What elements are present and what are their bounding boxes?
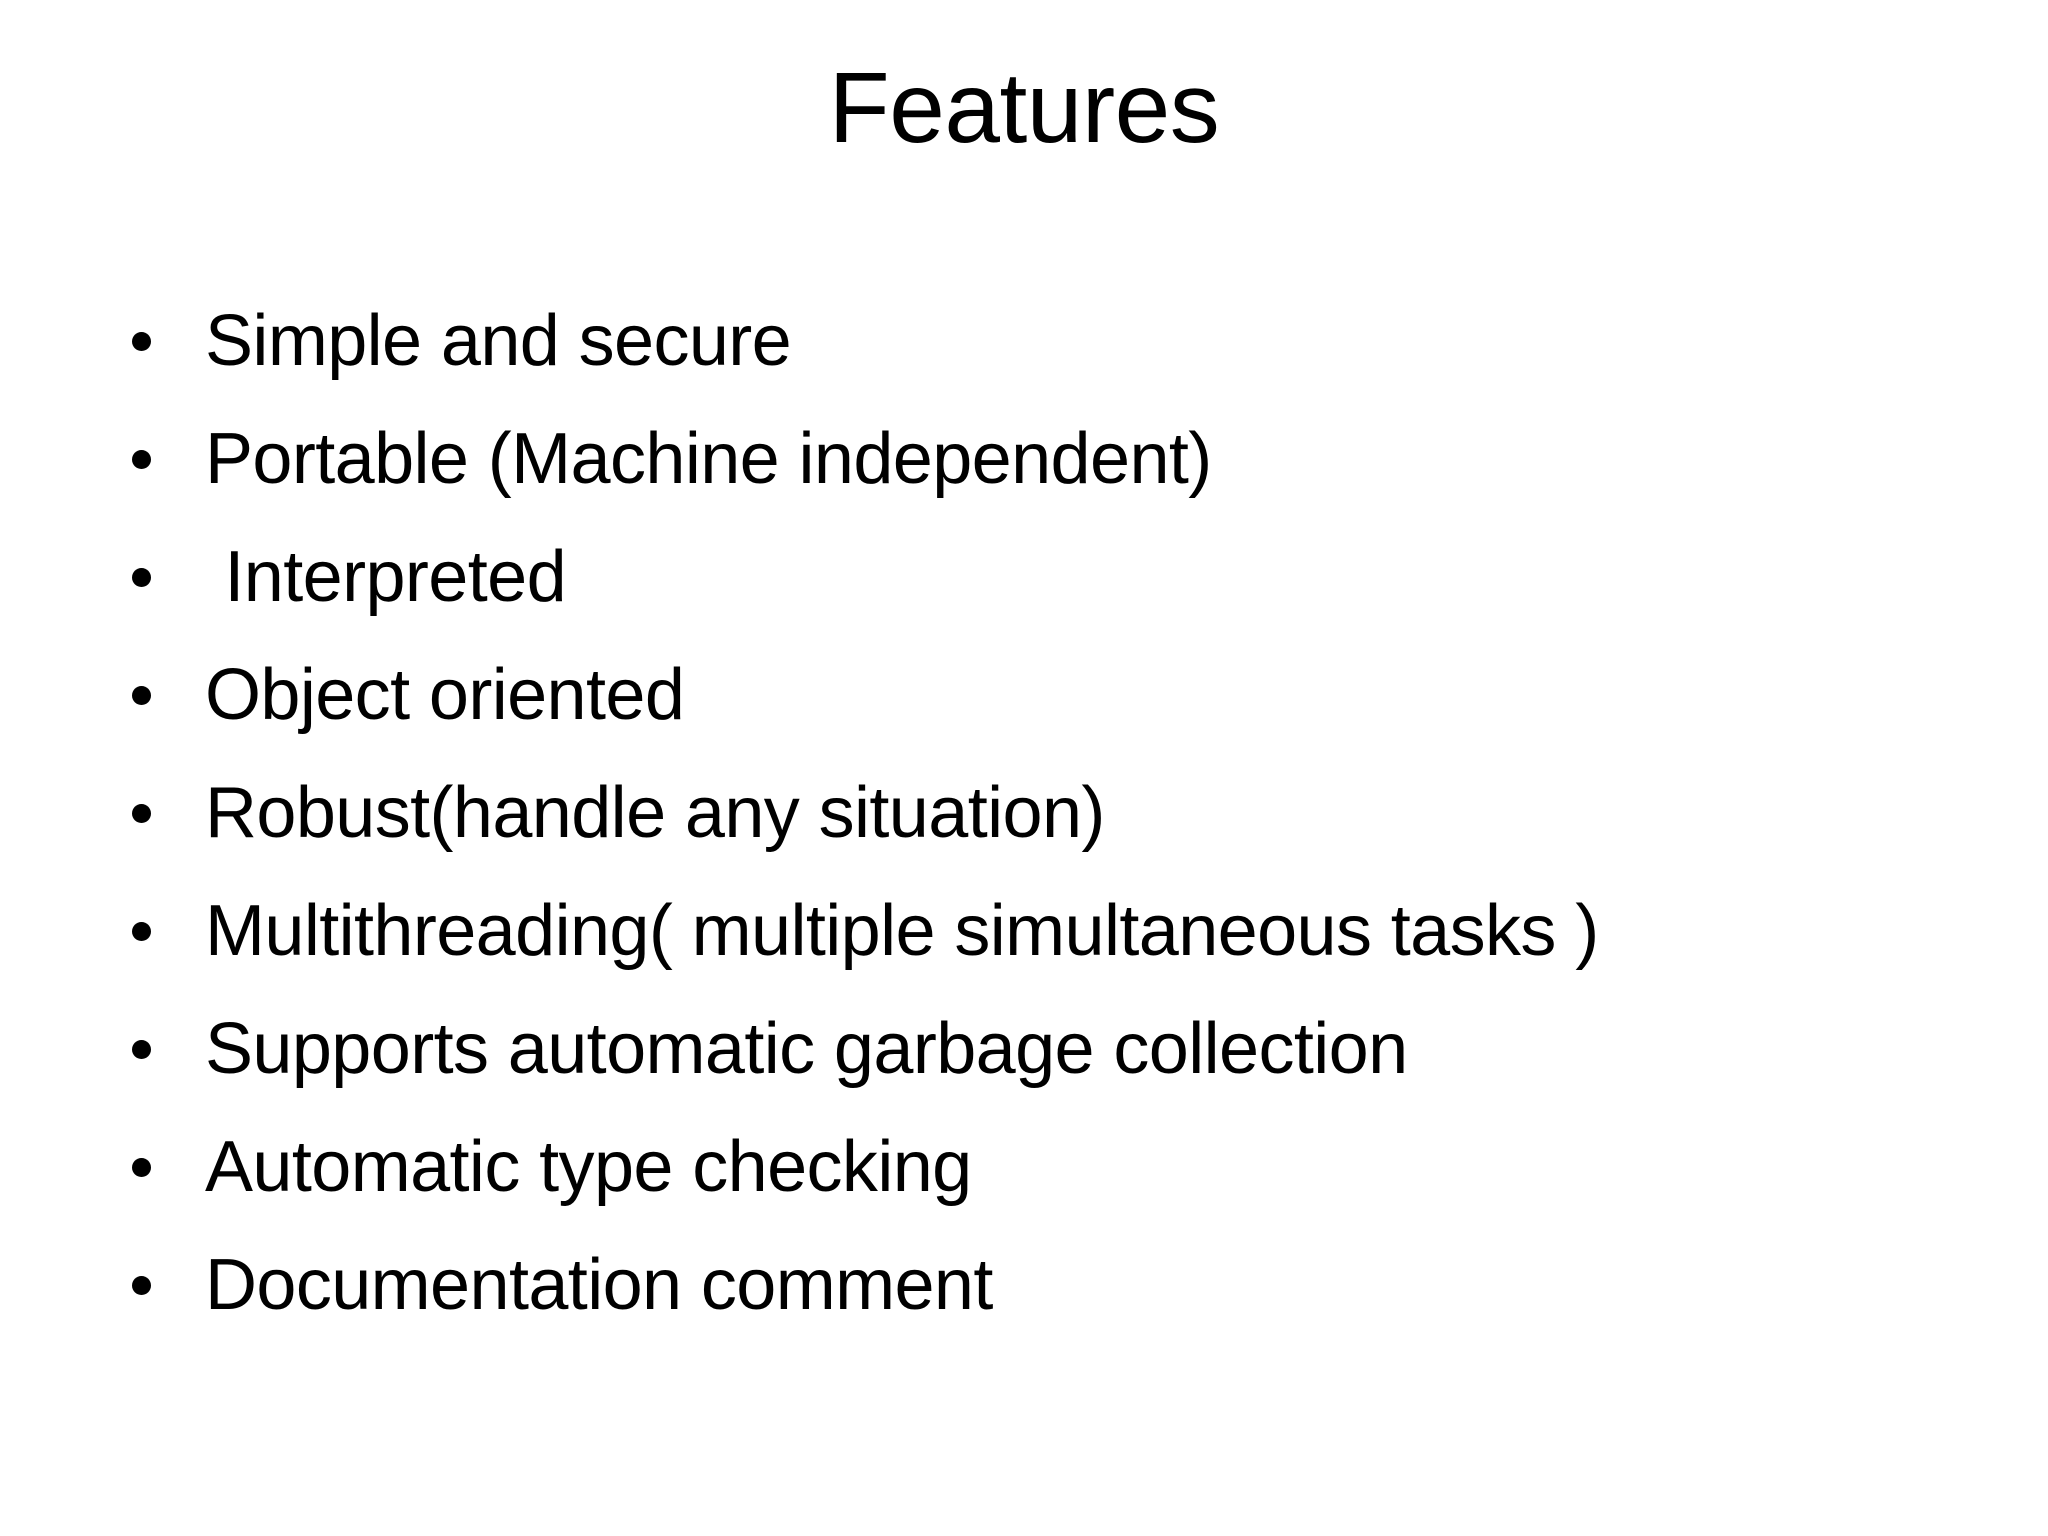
list-item[interactable]: Simple and secure xyxy=(96,282,1996,400)
list-item-label: Portable (Machine independent) xyxy=(205,419,1212,499)
list-item-label: Documentation comment xyxy=(205,1245,993,1325)
list-item[interactable]: Supports automatic garbage collection xyxy=(96,990,1996,1108)
list-item-label: Object oriented xyxy=(205,655,685,735)
bullet-list: Simple and secure Portable (Machine inde… xyxy=(96,282,1996,1344)
list-item[interactable]: Automatic type checking xyxy=(96,1108,1996,1226)
list-item-label: Robust(handle any situation) xyxy=(205,773,1105,853)
list-item-label: Multithreading( multiple simultaneous ta… xyxy=(205,891,1599,971)
list-item[interactable]: Robust(handle any situation) xyxy=(96,754,1996,872)
list-item[interactable]: Multithreading( multiple simultaneous ta… xyxy=(96,872,1996,990)
list-item[interactable]: Object oriented xyxy=(96,636,1996,754)
list-item[interactable]: Interpreted xyxy=(96,518,1996,636)
list-item[interactable]: Documentation comment xyxy=(96,1226,1996,1344)
list-item-label: Supports automatic garbage collection xyxy=(205,1009,1408,1089)
list-item-label: Automatic type checking xyxy=(205,1127,972,1207)
list-item[interactable]: Portable (Machine independent) xyxy=(96,400,1996,518)
list-item-label: Simple and secure xyxy=(205,301,792,381)
page-title: Features xyxy=(828,52,1220,164)
list-item-label: Interpreted xyxy=(205,537,567,617)
